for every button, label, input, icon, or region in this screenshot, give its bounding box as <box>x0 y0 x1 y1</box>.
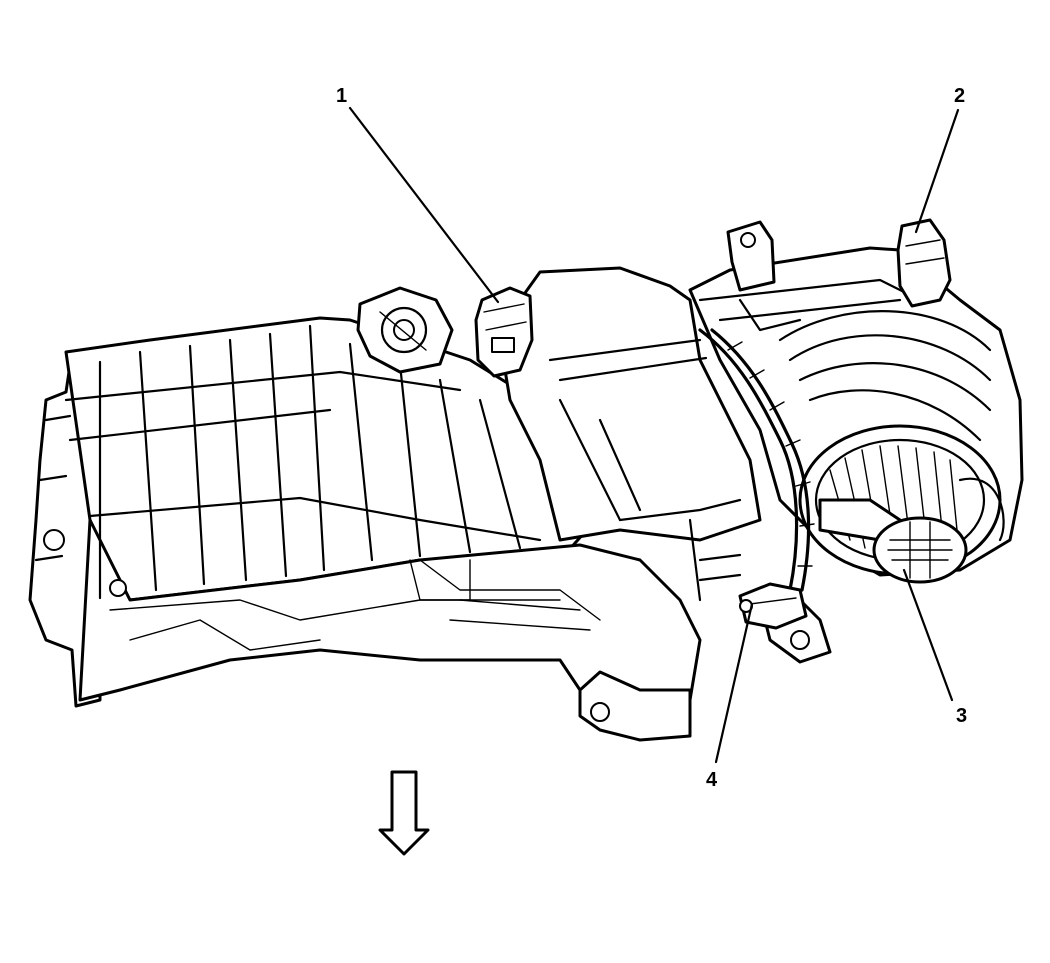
harness-wraps <box>727 341 815 567</box>
blower-motor <box>798 424 1005 584</box>
callout-4: 4 <box>706 769 718 791</box>
mounting-hole-right <box>790 630 810 650</box>
actuator-connector <box>474 286 534 378</box>
leader-line-3 <box>902 568 954 702</box>
callout-3: 3 <box>956 705 967 727</box>
leader-line-1 <box>348 106 500 304</box>
motor-cap-vents <box>887 521 953 579</box>
mounting-tab-top <box>726 220 776 292</box>
blower-housing-connector <box>896 218 952 308</box>
leader-line-2 <box>914 108 960 234</box>
mounting-hole-lower <box>590 702 610 722</box>
callout-2: 2 <box>954 85 965 107</box>
lower-case-contours <box>109 559 601 651</box>
mode-door-actuator <box>356 286 454 374</box>
motor-wire <box>958 477 1005 542</box>
down-arrow-icon <box>378 770 430 856</box>
mounting-hole-top <box>740 232 756 248</box>
heater-case-details <box>548 338 742 602</box>
mounting-foot-lower <box>578 670 692 742</box>
callout-1: 1 <box>336 85 347 107</box>
callout-labels: 1 2 3 4 <box>336 85 967 791</box>
leader-lines <box>348 106 960 764</box>
resistor-connector <box>738 582 808 630</box>
case-ribs <box>64 324 542 600</box>
heater-core-case <box>498 266 762 542</box>
leader-line-4 <box>714 602 754 764</box>
left-end-details <box>34 414 127 597</box>
